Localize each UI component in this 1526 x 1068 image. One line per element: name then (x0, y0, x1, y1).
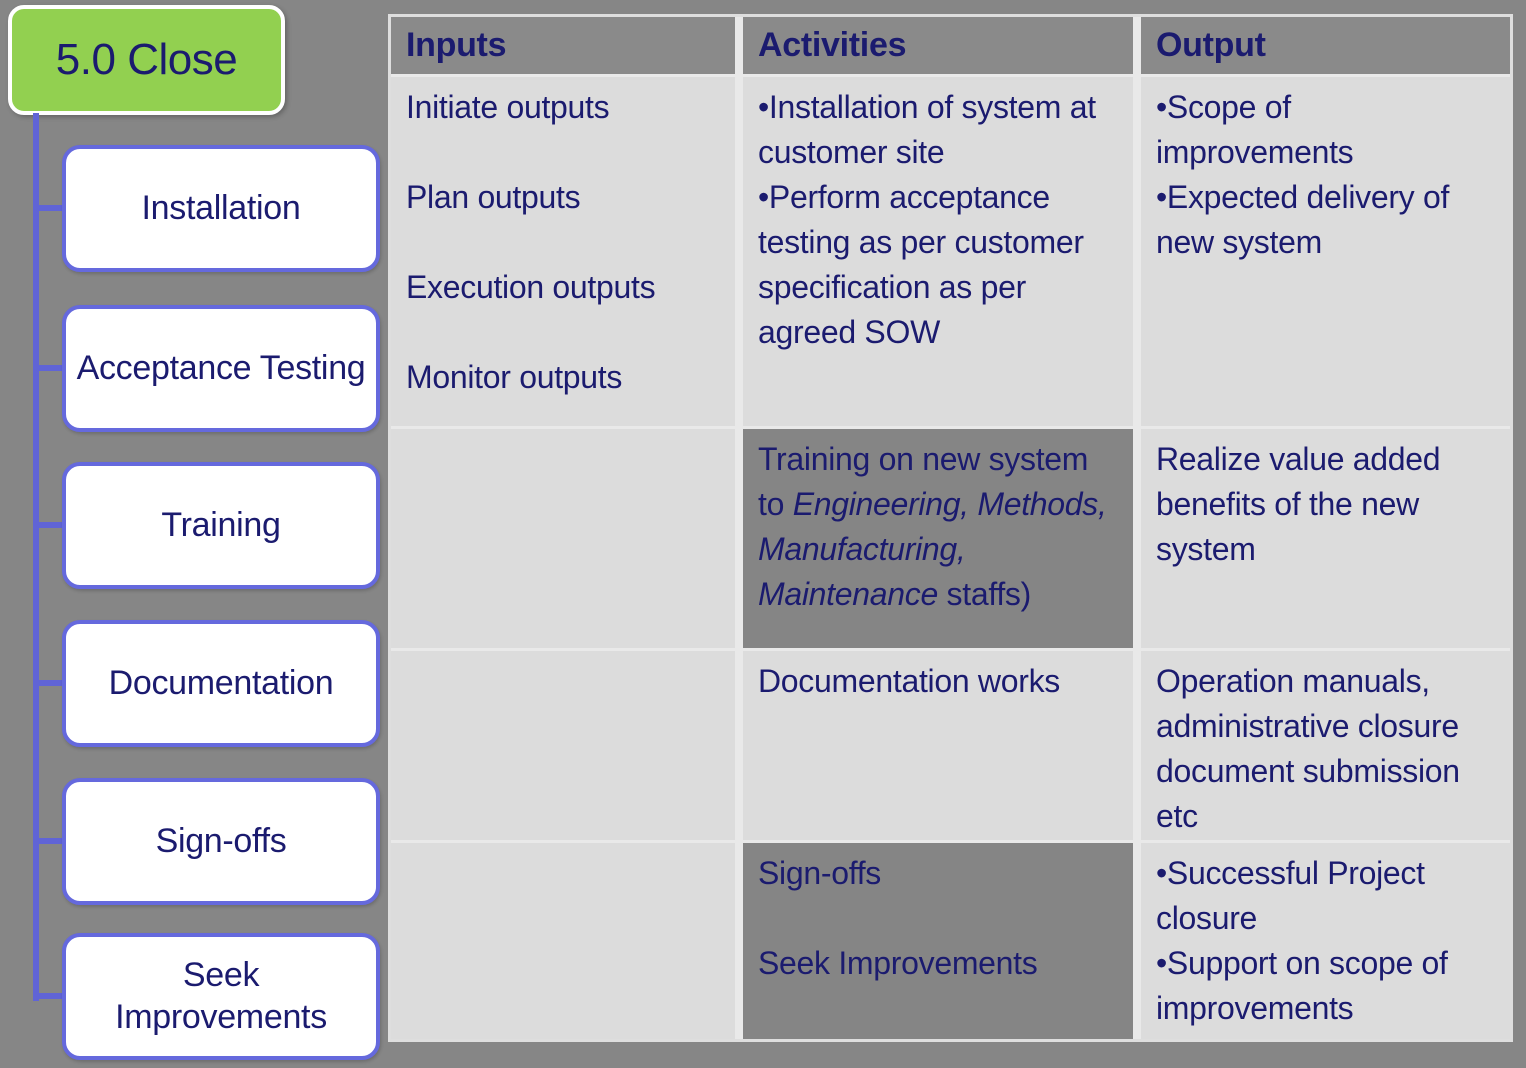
tree-node-training: Training (62, 462, 380, 589)
tree-trunk-line (33, 113, 39, 1001)
phase-label: 5.0 Close (55, 35, 238, 84)
tree-node-label: Seek Improvements (115, 956, 327, 1036)
tree-node-seek-improvements: Seek Improvements (62, 933, 380, 1060)
tree-node-label: Sign-offs (155, 821, 287, 860)
cell-output-row3: Operation manuals, administrative closur… (1141, 651, 1510, 840)
cell-inputs-row1: Initiate outputs Plan outputs Execution … (391, 77, 735, 426)
tree-node-installation: Installation (62, 145, 380, 272)
cell-activities-row3-documentation: Documentation works (743, 651, 1133, 840)
cell-output-row2: Realize value added benefits of the new … (1141, 429, 1510, 648)
tree-connector-sign-offs (33, 838, 64, 844)
tree-node-label: Acceptance Testing (76, 348, 366, 387)
tree-node-label: Training (161, 505, 281, 544)
inputs-activities-output-table: Inputs Activities Output Initiate output… (388, 14, 1513, 1042)
tree-connector-acceptance-testing (33, 365, 64, 371)
table-header-inputs: Inputs (391, 17, 735, 74)
tree-connector-training (33, 522, 64, 528)
cell-inputs-row4 (391, 843, 735, 1039)
cell-inputs-row3 (391, 651, 735, 840)
cell-activities-row2-training: Training on new system to Engineering, M… (743, 429, 1133, 648)
tree-connector-seek-improvements (33, 993, 64, 999)
table-header-activities: Activities (743, 17, 1133, 74)
training-text-lead: Training on new system to (758, 441, 1089, 522)
phase-node-5-0-close: 5.0 Close (8, 5, 285, 115)
tree-node-label: Documentation (108, 663, 334, 702)
tree-node-sign-offs: Sign-offs (62, 778, 380, 905)
tree-connector-documentation (33, 680, 64, 686)
training-text-departments-italic: Engineering, Methods, Manufacturing, Mai… (758, 486, 1107, 612)
table-header-output: Output (1141, 17, 1510, 74)
tree-node-acceptance-testing: Acceptance Testing (62, 305, 380, 432)
tree-node-documentation: Documentation (62, 620, 380, 747)
cell-output-row4: •Successful Project closure •Support on … (1141, 843, 1510, 1039)
tree-node-label: Installation (141, 188, 301, 227)
cell-activities-row1: •Installation of system at customer site… (743, 77, 1133, 426)
cell-output-row1: •Scope of improvements •Expected deliver… (1141, 77, 1510, 426)
cell-activities-row4-sign-offs: Sign-offs Seek Improvements (743, 843, 1133, 1039)
cell-inputs-row2 (391, 429, 735, 648)
training-text-tail: staffs) (937, 576, 1032, 612)
tree-connector-installation (33, 205, 64, 211)
